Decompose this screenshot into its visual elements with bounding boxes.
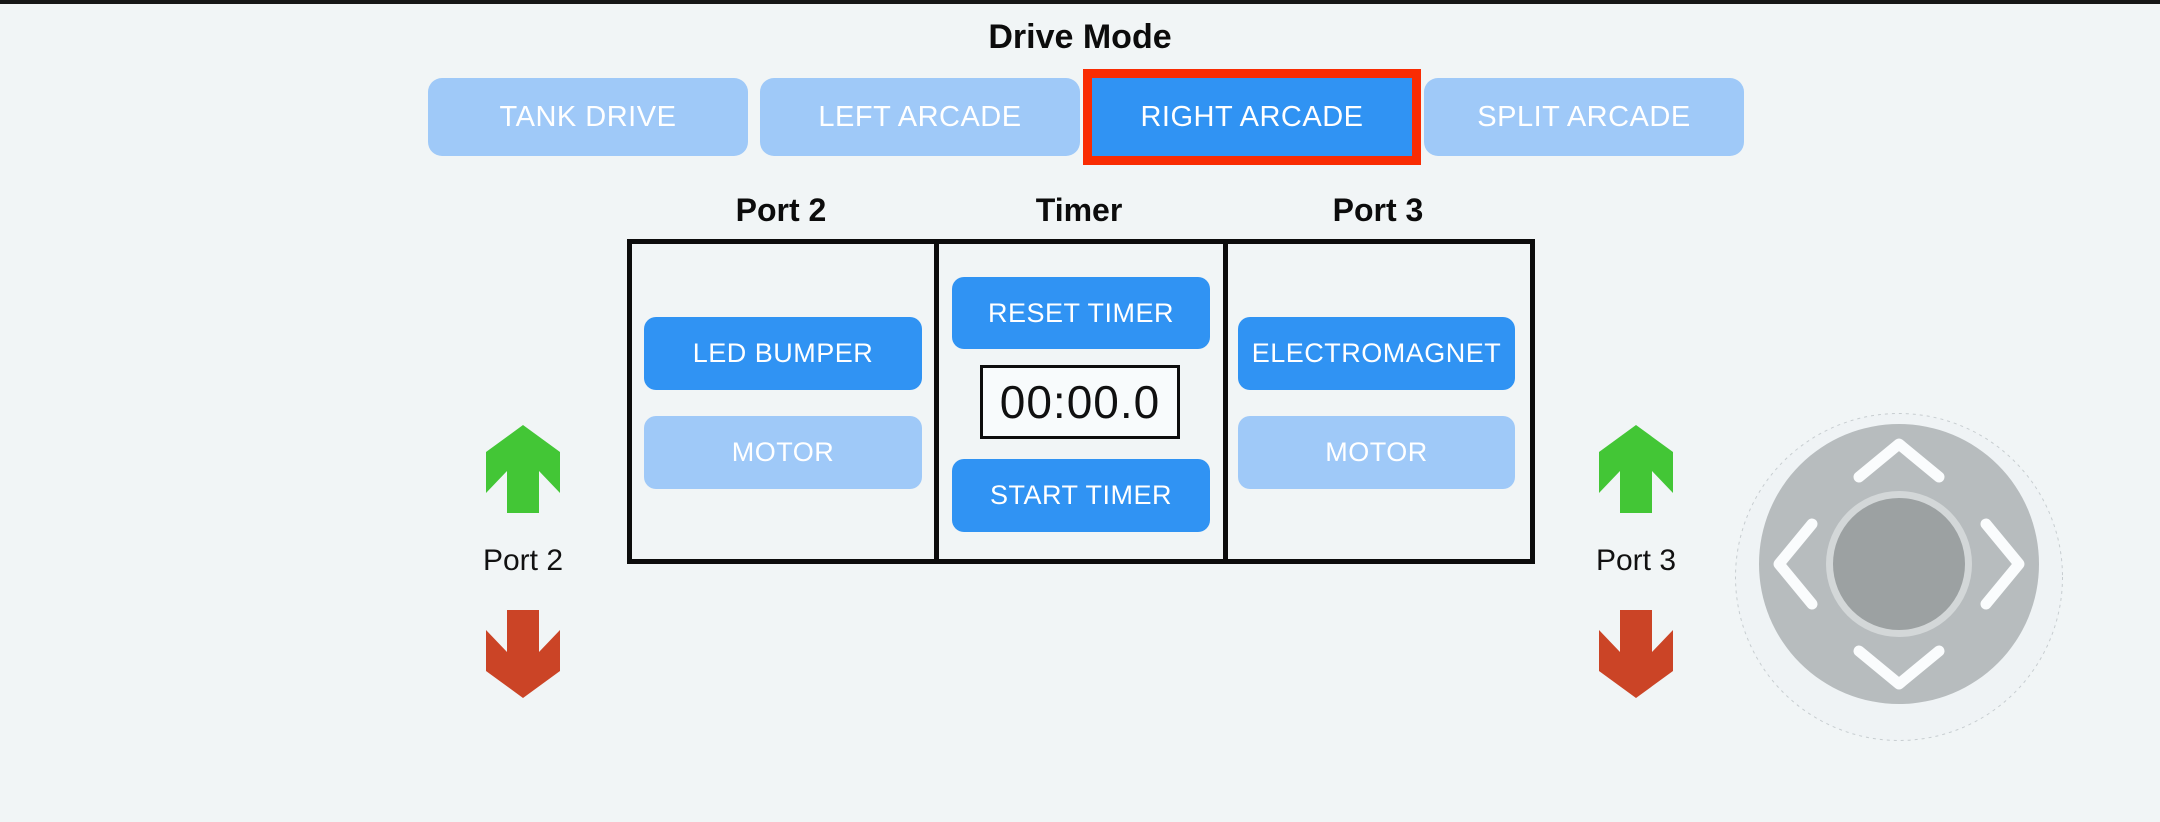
- port3-down-arrow-icon[interactable]: [1598, 610, 1674, 698]
- joystick-knob[interactable]: [1833, 498, 1965, 630]
- port3-up-arrow-icon[interactable]: [1598, 425, 1674, 513]
- port2-side-label: Port 2: [482, 544, 564, 577]
- port3-side-label: Port 3: [1595, 544, 1677, 577]
- virtual-joystick[interactable]: [1734, 412, 2064, 742]
- port3-section: ELECTROMAGNET MOTOR: [1223, 244, 1530, 559]
- electromagnet-button[interactable]: ELECTROMAGNET: [1238, 317, 1515, 390]
- split-arcade-button[interactable]: SPLIT ARCADE: [1424, 78, 1744, 156]
- ports-panel: LED BUMPER MOTOR RESET TIMER 00:00.0 STA…: [627, 239, 1535, 564]
- timer-header: Timer: [1035, 192, 1123, 228]
- reset-timer-button[interactable]: RESET TIMER: [952, 277, 1210, 349]
- port2-motor-button[interactable]: MOTOR: [644, 416, 922, 489]
- page-title: Drive Mode: [988, 18, 1172, 56]
- tank-drive-button[interactable]: TANK DRIVE: [428, 78, 748, 156]
- joystick-down-chevron-icon: [1853, 645, 1945, 690]
- joystick-left-chevron-icon: [1773, 518, 1818, 610]
- start-timer-button[interactable]: START TIMER: [952, 459, 1210, 532]
- timer-section: RESET TIMER 00:00.0 START TIMER: [934, 244, 1223, 559]
- left-arcade-button[interactable]: LEFT ARCADE: [760, 78, 1080, 156]
- top-border: [0, 0, 2160, 4]
- port2-up-arrow-icon[interactable]: [485, 425, 561, 513]
- port3-motor-button[interactable]: MOTOR: [1238, 416, 1515, 489]
- port2-down-arrow-icon[interactable]: [485, 610, 561, 698]
- port2-header: Port 2: [735, 192, 827, 228]
- joystick-up-chevron-icon: [1853, 438, 1945, 483]
- port3-header: Port 3: [1332, 192, 1424, 228]
- right-arcade-button-selected[interactable]: RIGHT ARCADE: [1083, 69, 1421, 165]
- port2-section: LED BUMPER MOTOR: [632, 244, 934, 559]
- joystick-right-chevron-icon: [1980, 518, 2025, 610]
- timer-display: 00:00.0: [980, 365, 1180, 439]
- led-bumper-button[interactable]: LED BUMPER: [644, 317, 922, 390]
